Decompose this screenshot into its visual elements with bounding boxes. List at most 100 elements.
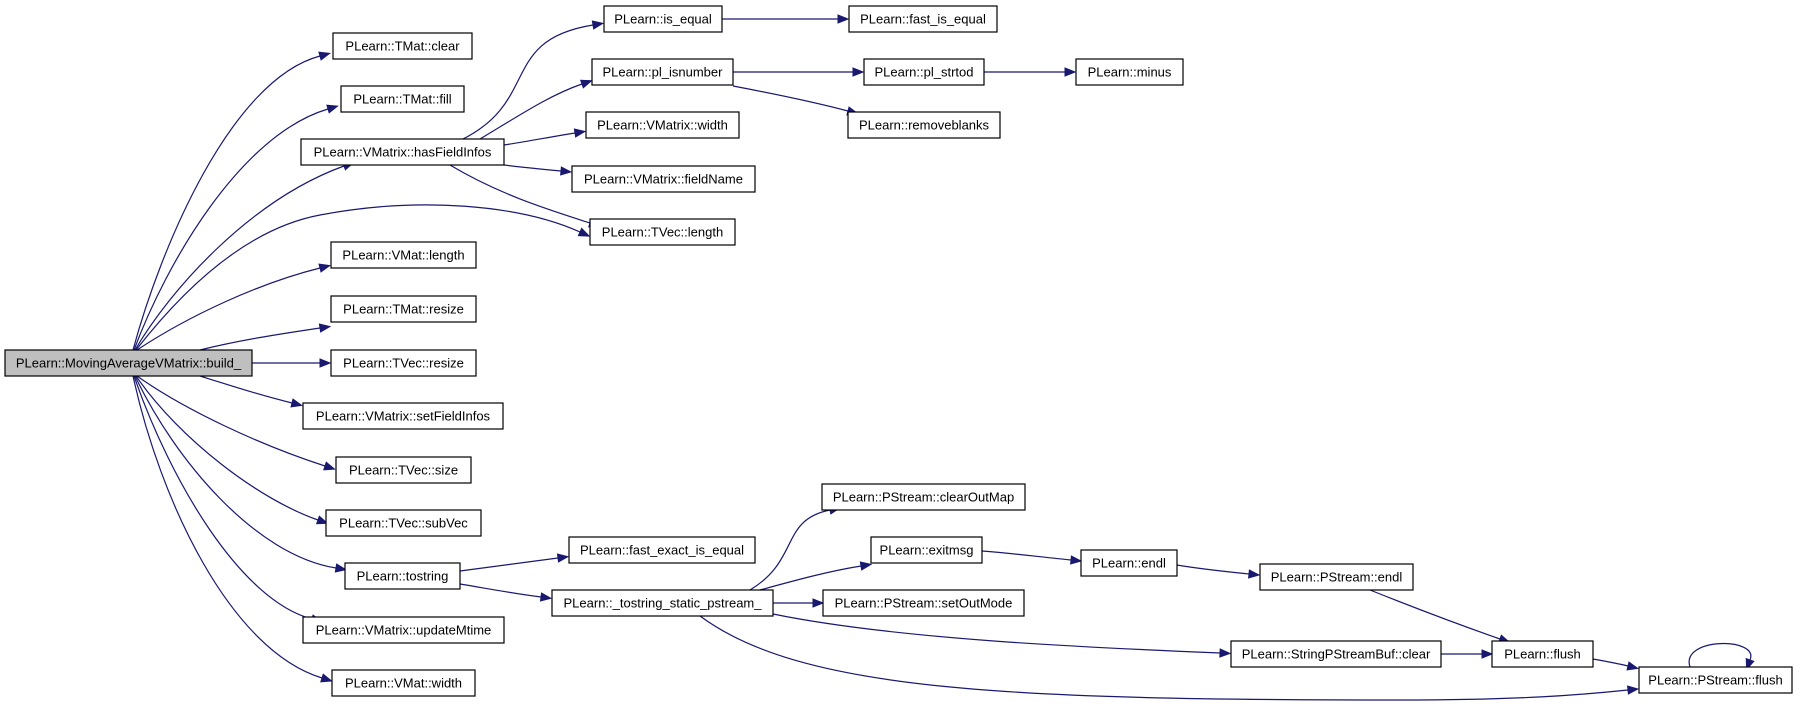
node-label: PLearn::pl_strtod — [874, 65, 973, 80]
edge-line — [732, 85, 849, 112]
node-box[interactable] — [863, 58, 985, 86]
edge-arrowhead — [1627, 685, 1640, 695]
node-endl[interactable]: PLearn::endl — [1080, 549, 1178, 577]
node-box[interactable] — [302, 616, 505, 644]
edge-arrowhead — [837, 14, 850, 24]
node-box[interactable] — [331, 669, 476, 697]
node-box[interactable] — [589, 218, 736, 246]
node-box[interactable] — [300, 138, 505, 166]
edge-arrowhead — [1064, 67, 1077, 77]
node-minus[interactable]: PLearn::minus — [1075, 58, 1184, 86]
node-tostring-static-pstream[interactable]: PLearn::_tostring_static_pstream_ — [551, 589, 774, 617]
node-box[interactable] — [591, 58, 734, 86]
node-tostring[interactable]: PLearn::tostring — [344, 562, 461, 590]
edge-line — [462, 24, 594, 140]
node-label: PLearn::flush — [1504, 647, 1581, 662]
node-label: PLearn::VMatrix::hasFieldInfos — [314, 145, 492, 160]
node-tmat-resize[interactable]: PLearn::TMat::resize — [330, 295, 477, 323]
edge-is_equal-to-fast_is_equal — [722, 14, 850, 24]
edge-line — [1369, 589, 1501, 640]
node-is-equal[interactable]: PLearn::is_equal — [603, 5, 723, 33]
node-box[interactable] — [340, 85, 465, 113]
node-tvec-size[interactable]: PLearn::TVec::size — [335, 456, 472, 484]
node-vmat-width[interactable]: PLearn::VMat::width — [331, 669, 476, 697]
edge-arrowhead — [852, 67, 865, 77]
edge-root-to-vmatrix_hasfieldinfos — [134, 161, 355, 351]
node-label: PLearn::MovingAverageVMatrix::build_ — [16, 356, 242, 371]
node-flush[interactable]: PLearn::flush — [1491, 640, 1594, 668]
edge-arrowhead — [318, 51, 331, 61]
node-fast-is-equal[interactable]: PLearn::fast_is_equal — [848, 5, 998, 33]
node-box[interactable] — [603, 5, 723, 33]
node-box[interactable] — [847, 111, 1001, 139]
node-box[interactable] — [585, 111, 740, 139]
node-box[interactable] — [332, 32, 473, 60]
node-label: PLearn::TVec::length — [602, 225, 723, 240]
node-box[interactable] — [1638, 666, 1793, 694]
node-box[interactable] — [302, 402, 504, 430]
edge-tostring_static_pstream-to-stringpstreambuf_clear — [772, 613, 1232, 658]
edge-line — [479, 83, 583, 140]
node-label: PLearn::exitmsg — [880, 543, 974, 558]
edge-arrowhead — [579, 79, 593, 89]
node-tvec-resize[interactable]: PLearn::TVec::resize — [330, 349, 477, 377]
edge-line — [1176, 564, 1250, 575]
node-vmatrix-setfieldinfos[interactable]: PLearn::VMatrix::setFieldInfos — [302, 402, 504, 430]
node-tmat-clear[interactable]: PLearn::TMat::clear — [332, 32, 473, 60]
edge-arrowhead — [315, 515, 329, 525]
edge-root-to-tvec_size — [136, 375, 336, 471]
edge-line — [133, 375, 313, 620]
node-label: PLearn::minus — [1088, 65, 1172, 80]
node-box[interactable] — [325, 509, 482, 537]
node-box[interactable] — [551, 589, 774, 617]
node-pstream-endl[interactable]: PLearn::PStream::endl — [1259, 563, 1414, 591]
node-removeblanks[interactable]: PLearn::removeblanks — [847, 111, 1001, 139]
node-label: PLearn::PStream::endl — [1271, 570, 1403, 585]
node-box[interactable] — [568, 536, 756, 564]
node-tvec-subvec[interactable]: PLearn::TVec::subVec — [325, 509, 482, 537]
node-box[interactable] — [4, 349, 253, 377]
node-box[interactable] — [330, 349, 477, 377]
node-pstream-setoutmode[interactable]: PLearn::PStream::setOutMode — [822, 589, 1025, 617]
node-pl-strtod[interactable]: PLearn::pl_strtod — [863, 58, 985, 86]
node-exitmsg[interactable]: PLearn::exitmsg — [870, 536, 983, 564]
node-box[interactable] — [848, 5, 998, 33]
node-box[interactable] — [1230, 640, 1442, 668]
node-vmat-length[interactable]: PLearn::VMat::length — [330, 241, 477, 269]
node-box[interactable] — [870, 536, 983, 564]
node-box[interactable] — [1075, 58, 1184, 86]
edge-arrowhead — [1070, 555, 1083, 565]
node-pstream-clearoutmap[interactable]: PLearn::PStream::clearOutMap — [821, 483, 1026, 511]
node-root[interactable]: PLearn::MovingAverageVMatrix::build_ — [4, 349, 253, 377]
node-box[interactable] — [1259, 563, 1414, 591]
node-pstream-flush[interactable]: PLearn::PStream::flush — [1638, 666, 1793, 694]
edge-arrowhead — [318, 323, 332, 333]
node-box[interactable] — [335, 456, 472, 484]
node-vmatrix-width[interactable]: PLearn::VMatrix::width — [585, 111, 740, 139]
node-box[interactable] — [330, 241, 477, 269]
node-box[interactable] — [822, 589, 1025, 617]
node-vmatrix-updatemtime[interactable]: PLearn::VMatrix::updateMtime — [302, 616, 505, 644]
node-box[interactable] — [1491, 640, 1594, 668]
node-pl-isnumber[interactable]: PLearn::pl_isnumber — [591, 58, 734, 86]
node-vmatrix-hasfieldinfos[interactable]: PLearn::VMatrix::hasFieldInfos — [300, 138, 505, 166]
node-box[interactable] — [1080, 549, 1178, 577]
node-label: PLearn::tostring — [357, 569, 449, 584]
node-box[interactable] — [821, 483, 1026, 511]
node-box[interactable] — [344, 562, 461, 590]
node-fast-exact-is-equal[interactable]: PLearn::fast_exact_is_equal — [568, 536, 756, 564]
edge-arrowhead — [577, 227, 591, 237]
edge-line — [503, 164, 562, 172]
node-box[interactable] — [571, 165, 756, 193]
node-label: PLearn::VMatrix::fieldName — [584, 172, 743, 187]
node-box[interactable] — [330, 295, 477, 323]
node-vmatrix-fieldname[interactable]: PLearn::VMatrix::fieldName — [571, 165, 756, 193]
edge-root-to-tmat_fill — [133, 104, 339, 351]
edge-line — [132, 55, 321, 351]
edge-arrowhead — [290, 398, 304, 408]
node-tvec-length[interactable]: PLearn::TVec::length — [589, 218, 736, 246]
edge-arrowhead — [556, 553, 570, 563]
node-tmat-fill[interactable]: PLearn::TMat::fill — [340, 85, 465, 113]
node-stringpstreambuf-clear[interactable]: PLearn::StringPStreamBuf::clear — [1230, 640, 1442, 668]
